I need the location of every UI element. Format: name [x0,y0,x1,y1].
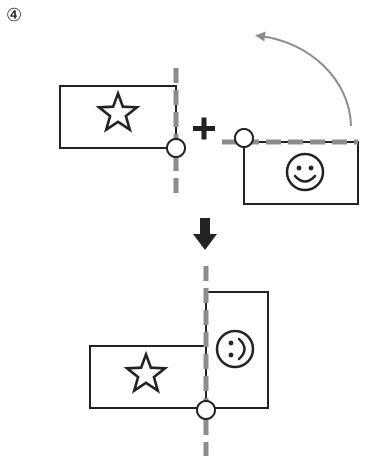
left-flag-before [59,85,177,149]
top-flag-after [205,291,269,409]
down-arrow-icon [193,218,217,250]
pivot-circle-icon [234,128,254,148]
smiley-face-icon [215,329,255,369]
star-outline-icon [95,89,141,133]
pivot-circle-icon [196,400,216,420]
bottom-flag-after [89,345,207,409]
plus-icon [193,117,215,140]
step-number: ④ [6,5,23,26]
smiley-face-icon [285,152,325,192]
star-outline-icon [123,350,169,394]
pivot-circle-icon [166,138,186,158]
curved-arrow-icon [255,31,352,127]
right-flag-before [243,141,359,205]
